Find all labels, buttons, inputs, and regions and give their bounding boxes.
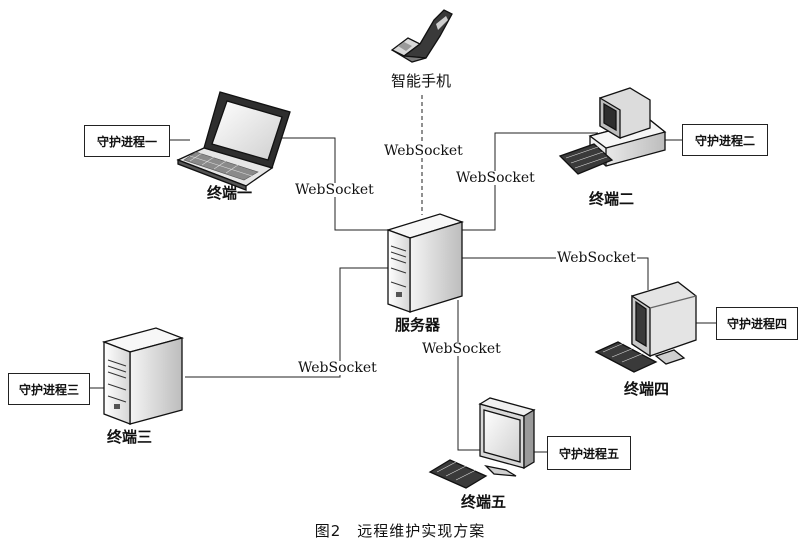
tower-server-icon	[385, 213, 465, 313]
websocket-label-terminal4: WebSocket	[556, 250, 637, 266]
link-terminal5-server	[457, 300, 480, 451]
phone-label: 智能手机	[391, 72, 452, 90]
server-label: 服务器	[395, 316, 441, 334]
daemon-label-2: 守护进程二	[694, 133, 755, 148]
monitor-keyboard-icon	[428, 397, 536, 489]
daemon-box-3: 守护进程三	[8, 373, 90, 405]
websocket-label-terminal3: WebSocket	[297, 360, 378, 376]
daemon-box-5: 守护进程五	[547, 436, 631, 470]
figure-caption: 图2 远程维护实现方案	[314, 522, 486, 540]
websocket-label-terminal2: WebSocket	[455, 170, 536, 186]
websocket-label-terminal1: WebSocket	[294, 182, 375, 198]
terminal1-label: 终端一	[207, 184, 253, 202]
monitor-keyboard-icon	[594, 281, 697, 373]
desktop-pc-icon	[558, 87, 667, 175]
daemon-box-4: 守护进程四	[716, 307, 798, 340]
daemon-label-5: 守护进程五	[558, 446, 619, 461]
daemon-label-1: 守护进程一	[96, 134, 157, 149]
terminal2-label: 终端二	[589, 190, 635, 208]
terminal4-label: 终端四	[624, 380, 670, 398]
daemon-label-4: 守护进程四	[726, 317, 787, 331]
websocket-label-phone: WebSocket	[383, 143, 464, 159]
websocket-label-terminal5: WebSocket	[421, 341, 502, 357]
daemon-box-1: 守护进程一	[84, 125, 170, 157]
tower-server-icon	[101, 327, 185, 425]
link-terminal4-server	[455, 257, 649, 290]
flip-phone-icon	[390, 9, 453, 63]
daemon-label-3: 守护进程三	[18, 382, 79, 397]
daemon-box-2: 守护进程二	[682, 124, 768, 156]
laptop-icon	[176, 91, 291, 191]
terminal5-label: 终端五	[461, 493, 507, 511]
terminal3-label: 终端三	[107, 428, 153, 446]
link-terminal3-server	[185, 267, 388, 378]
